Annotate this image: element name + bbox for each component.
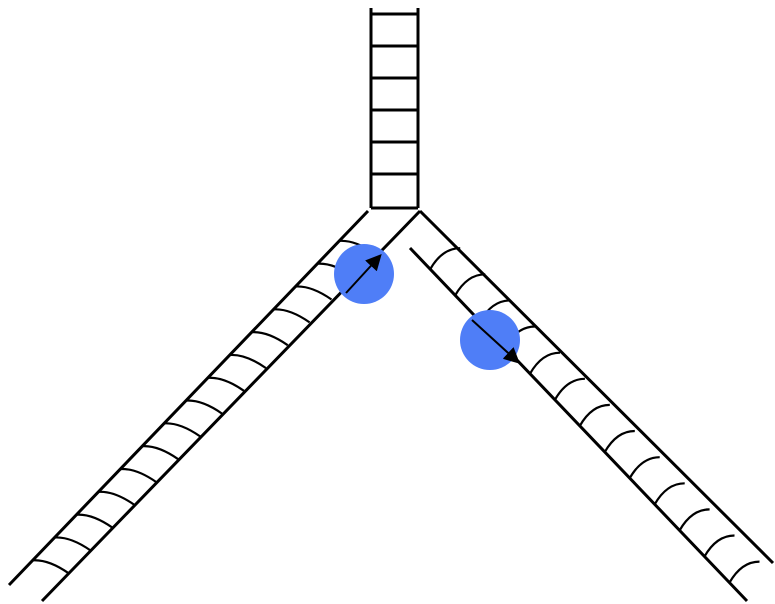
ladder-rung (77, 515, 113, 528)
ladder-rung (33, 560, 69, 573)
ladder-rung (142, 446, 178, 459)
ladder-rung (530, 353, 560, 374)
ladder-rail (9, 211, 368, 585)
ladder-rung (186, 401, 222, 414)
ladder-rung (705, 536, 735, 557)
ladder-rung (680, 509, 710, 530)
ladder-rung (230, 355, 266, 368)
ladder-rung (555, 379, 585, 400)
ladder-rung (455, 274, 485, 295)
ladder-rung (430, 248, 460, 269)
ladder-rung (655, 483, 685, 504)
particle-circle (460, 310, 520, 370)
ladder-rung (55, 537, 91, 550)
ladder-rung (605, 431, 635, 452)
ladder-rung (630, 457, 660, 478)
ladder-rung (164, 423, 200, 436)
right-ladder (410, 211, 773, 601)
ladder-rung (208, 378, 244, 391)
ladder-rung (98, 492, 134, 505)
right-branch-particle (460, 310, 520, 370)
ladder-rung (120, 469, 156, 482)
left-branch-particle (334, 244, 394, 304)
ladder-rung (274, 309, 310, 322)
ladder-rung (296, 286, 332, 299)
ladder-rail (420, 211, 773, 563)
top-ladder (371, 8, 418, 208)
ladder-rung (730, 562, 760, 583)
ladder-rail (410, 248, 747, 601)
ladder-rung (580, 405, 610, 426)
ladder-rung (252, 332, 288, 345)
